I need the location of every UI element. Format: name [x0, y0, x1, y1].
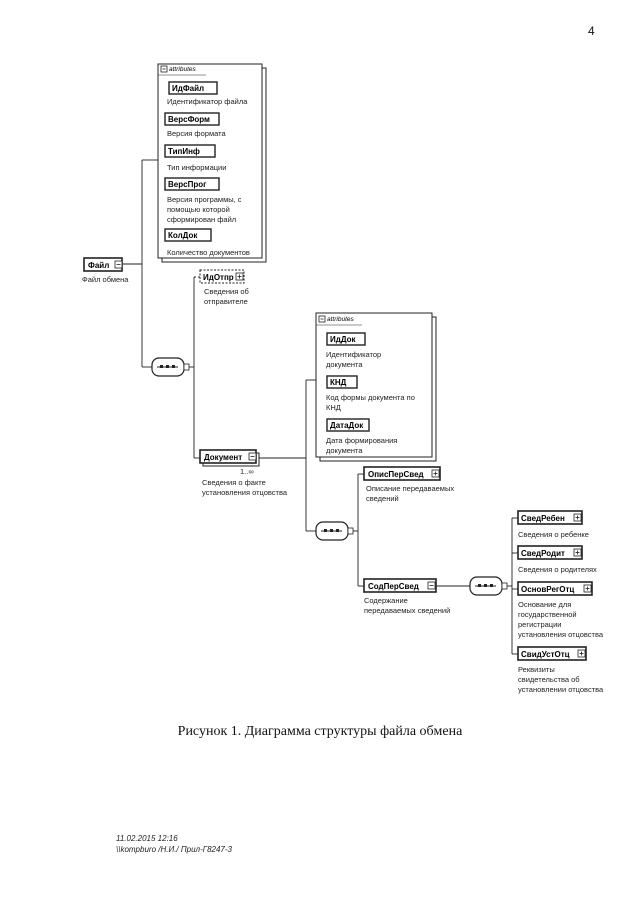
svg-text:Содержание: Содержание — [364, 596, 408, 605]
svg-text:Сведения о факте: Сведения о факте — [202, 478, 266, 487]
svg-text:помощью которой: помощью которой — [167, 205, 230, 214]
svg-text:свидетельства об: свидетельства об — [518, 675, 580, 684]
footer-timestamp: 11.02.2015 12:16 — [116, 834, 178, 843]
sequence-compositor-icon[interactable] — [469, 576, 508, 596]
svg-text:СодПерСвед: СодПерСвед — [368, 582, 419, 591]
svg-text:КНД: КНД — [330, 378, 347, 387]
svg-text:сформирован файл: сформирован файл — [167, 215, 236, 224]
svg-text:ИдДок: ИдДок — [330, 335, 357, 344]
svg-text:ВерсПрог: ВерсПрог — [168, 180, 207, 189]
svg-text:регистрации: регистрации — [518, 620, 561, 629]
svg-text:ОсновРегОтц: ОсновРегОтц — [521, 585, 574, 594]
svg-text:Тип информации: Тип информации — [167, 163, 226, 172]
svg-text:СвидУстОтц: СвидУстОтц — [521, 650, 570, 659]
document-node[interactable]: Документ 1..∞ Сведения о факте установле… — [199, 449, 288, 497]
svg-text:государственной: государственной — [518, 610, 577, 619]
child-node-svedrodit[interactable]: СведРодит Сведения о родителях — [517, 545, 597, 574]
svg-text:Версия программы, с: Версия программы, с — [167, 195, 242, 204]
sender-node[interactable]: ИдОтпр Сведения об отправителе — [199, 269, 249, 306]
footer-path: \\kompburo /Н.И./ Прил-Г8247-3 — [116, 845, 232, 854]
attribute-node-idfile[interactable]: ИдФайл Идентификатор файла — [167, 81, 248, 106]
svg-text:Файл обмена: Файл обмена — [82, 275, 129, 284]
svg-text:ИдФайл: ИдФайл — [172, 84, 204, 93]
attribute-node-versprog[interactable]: ВерсПрог Версия программы, с помощью кот… — [164, 177, 242, 224]
svg-text:передаваемых сведений: передаваемых сведений — [364, 606, 450, 615]
svg-text:Файл: Файл — [88, 261, 109, 270]
svg-text:ВерсФорм: ВерсФорм — [168, 115, 210, 124]
svg-text:Документ: Документ — [204, 453, 242, 462]
svg-text:Сведения об: Сведения об — [204, 287, 249, 296]
document-cardinality: 1..∞ — [240, 467, 254, 476]
svg-text:Идентификатор: Идентификатор — [326, 350, 381, 359]
svg-text:Сведения о родителях: Сведения о родителях — [518, 565, 597, 574]
svg-text:ОписПерСвед: ОписПерСвед — [368, 470, 424, 479]
svg-text:attributes: attributes — [327, 316, 354, 323]
svg-text:установления отцовства: установления отцовства — [518, 630, 604, 639]
svg-text:ТипИнф: ТипИнф — [168, 147, 200, 156]
svg-text:КНД: КНД — [326, 403, 341, 412]
svg-text:ИдОтпр: ИдОтпр — [203, 273, 234, 282]
sod-node[interactable]: СодПерСвед Содержание передаваемых сведе… — [363, 578, 450, 615]
svg-text:СведРебен: СведРебен — [521, 514, 565, 523]
sequence-compositor-icon[interactable] — [151, 357, 190, 377]
attribute-node-datadok[interactable]: ДатаДок Дата формирования документа — [326, 418, 397, 455]
svg-text:Идентификатор файла: Идентификатор файла — [167, 97, 248, 106]
svg-text:Код формы документа по: Код формы документа по — [326, 393, 415, 402]
root-node-file[interactable]: Файл Файл обмена — [82, 257, 129, 284]
svg-text:установления отцовства: установления отцовства — [202, 488, 288, 497]
attribute-node-knd[interactable]: КНД Код формы документа по КНД — [326, 375, 415, 412]
attributes-collapse-icon[interactable] — [318, 315, 326, 323]
svg-text:Описание передаваемых: Описание передаваемых — [366, 484, 454, 493]
svg-text:отправителе: отправителе — [204, 297, 248, 306]
svg-text:документа: документа — [326, 446, 363, 455]
svg-text:Реквизиты: Реквизиты — [518, 665, 555, 674]
svg-text:ДатаДок: ДатаДок — [330, 421, 364, 430]
attribute-node-versform[interactable]: ВерсФорм Версия формата — [164, 112, 226, 138]
svg-text:Основание для: Основание для — [518, 600, 571, 609]
sequence-compositor-icon[interactable] — [315, 521, 354, 541]
root-attributes-group: attributes — [157, 63, 267, 263]
attributes-collapse-icon[interactable] — [160, 65, 168, 73]
svg-text:Дата формирования: Дата формирования — [326, 436, 397, 445]
attribute-node-koldok[interactable]: КолДок Количество документов — [164, 228, 250, 257]
figure-caption: Рисунок 1. Диаграмма структуры файла обм… — [177, 724, 463, 739]
svg-text:КолДок: КолДок — [168, 231, 198, 240]
attributes-label: attributes — [169, 66, 196, 73]
opis-node[interactable]: ОписПерСвед Описание передаваемых сведен… — [363, 466, 454, 503]
svg-text:Версия формата: Версия формата — [167, 129, 226, 138]
svg-text:Количество документов: Количество документов — [167, 248, 250, 257]
svg-text:Сведения о ребенке: Сведения о ребенке — [518, 530, 589, 539]
attribute-node-iddok[interactable]: ИдДок Идентификатор документа — [326, 332, 381, 369]
attribute-node-tipinf[interactable]: ТипИнф Тип информации — [164, 144, 226, 172]
child-node-osnovregotc[interactable]: ОсновРегОтц Основание для государственно… — [517, 581, 604, 639]
svg-text:сведений: сведений — [366, 494, 399, 503]
svg-text:установлении отцовства: установлении отцовства — [518, 685, 604, 694]
svg-text:документа: документа — [326, 360, 363, 369]
child-node-svidustotc[interactable]: СвидУстОтц Реквизиты свидетельства об ус… — [517, 646, 604, 694]
child-node-svedreben[interactable]: СведРебен Сведения о ребенке — [517, 510, 589, 539]
svg-text:СведРодит: СведРодит — [521, 549, 565, 558]
page-number: 4 — [588, 24, 595, 38]
